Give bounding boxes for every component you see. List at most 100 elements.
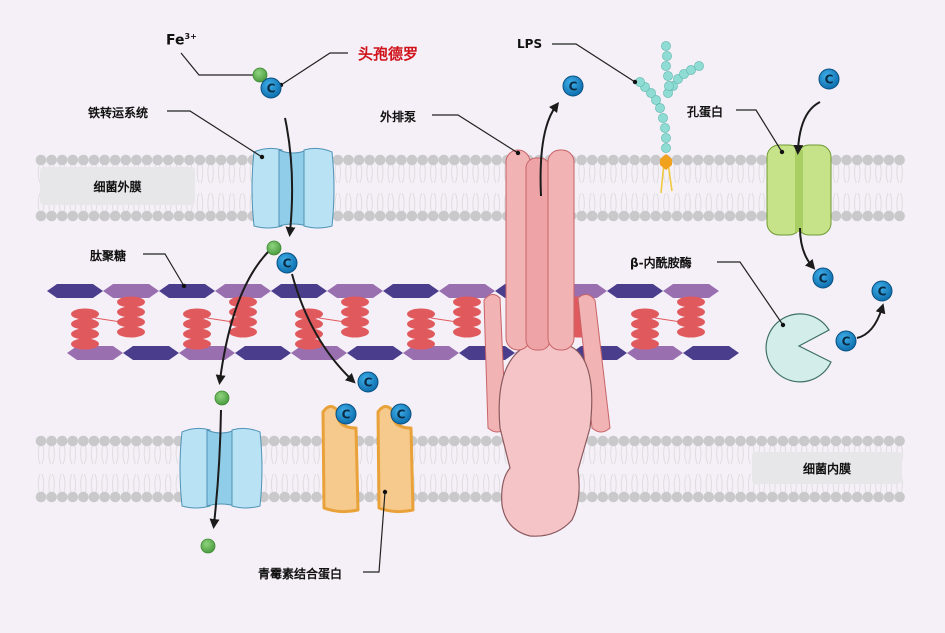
outer-membrane-lipid-head	[215, 210, 227, 222]
inner-membrane-lipid-tail	[302, 445, 310, 493]
outer-membrane-lipid-tail	[896, 164, 903, 212]
outer-membrane-lipid-head	[364, 154, 375, 166]
inner-membrane-lipid-head	[56, 491, 68, 503]
inner-membrane-lipid-head	[714, 491, 725, 503]
cefiderocol-symbol: C	[569, 80, 578, 94]
outer-membrane-lipid-head	[692, 210, 704, 222]
glycan-unit	[67, 346, 123, 360]
glycan-unit	[103, 284, 159, 298]
iron-transporter-inner	[179, 427, 263, 509]
inner-membrane-lipid-head	[417, 491, 428, 503]
cefiderocol-symbol: C	[364, 376, 373, 390]
inner-membrane-lipid-head	[767, 491, 778, 503]
inner-membrane-lipid-tail	[292, 445, 299, 493]
outer-membrane-lipid-head	[639, 154, 651, 166]
outer-membrane-lipid-head	[141, 154, 153, 166]
inner-membrane-lipid-head	[639, 435, 651, 447]
inner-membrane-lipid-tail	[281, 445, 289, 493]
peptide-unit	[677, 306, 705, 318]
lps-sugar-unit	[661, 133, 671, 143]
outer-membrane-lipid-tail	[663, 164, 670, 212]
outer-membrane-lipid-tail	[387, 164, 395, 212]
outer-membrane-lipid-tail	[885, 164, 893, 212]
outer-membrane-lipid-tail	[588, 164, 596, 212]
inner-membrane-lipid-head	[131, 491, 142, 503]
peptide-unit	[453, 306, 481, 318]
outer-membrane-lipid-head	[120, 210, 132, 222]
peptide-unit	[117, 306, 145, 318]
peptide-unit	[677, 316, 705, 328]
outer-membrane-lipid-tail	[853, 164, 861, 212]
efflux-pump	[483, 149, 611, 537]
inner-membrane-lipid-head	[661, 491, 672, 503]
inner-membrane-lipid-tail	[90, 445, 98, 493]
lps-sugar-unit	[660, 123, 670, 133]
outer-membrane-lipid-head	[470, 210, 481, 222]
lps-sugar-unit	[655, 103, 665, 113]
cefiderocol-molecule: C	[357, 371, 379, 393]
inner-membrane-lipid-head	[841, 435, 852, 447]
inner-membrane-lipid-head	[131, 435, 142, 447]
inner-membrane-lipid-head	[692, 435, 704, 447]
label-lps: LPS	[517, 37, 543, 51]
outer-membrane-lipid-head	[88, 154, 100, 166]
label-beta-lactamase: β-内酰胺酶	[630, 256, 692, 270]
outer-membrane-lipid-head	[35, 210, 47, 222]
inner-membrane-lipid-tail	[122, 445, 130, 493]
outer-membrane-lipid-head	[576, 210, 587, 222]
label-fe3: Fe3+	[166, 32, 197, 49]
inner-membrane-lipid-head	[480, 435, 492, 447]
arrow-iron-through-inner	[209, 409, 222, 529]
lps-sugar-unit	[651, 95, 661, 105]
outer-membrane-lipid-head	[78, 210, 89, 222]
iron-transporter-outer	[251, 147, 335, 229]
outer-membrane-lipid-head	[735, 210, 746, 222]
glycan-unit	[663, 284, 719, 298]
outer-membrane-lipid-head	[364, 210, 375, 222]
inner-membrane-lipid-tail	[641, 445, 649, 493]
inner-membrane-lipid-tail	[133, 445, 140, 493]
outer-membrane-lipid-tail	[217, 164, 225, 212]
glycan-unit	[159, 284, 215, 298]
outer-membrane-lipid-tail	[726, 164, 734, 212]
inner-membrane-lipid-head	[777, 491, 789, 503]
outer-membrane-lipid-tail	[419, 164, 426, 212]
outer-membrane-lipid-head	[470, 154, 481, 166]
peptide-unit	[631, 328, 659, 340]
outer-membrane-lipid-head	[120, 154, 132, 166]
inner-membrane-lipid-tail	[472, 445, 479, 493]
peptide-unit	[183, 308, 211, 320]
inner-membrane-lipid-head	[300, 491, 312, 503]
outer-membrane-lipid-head	[459, 154, 471, 166]
inner-membrane-lipid-head	[480, 491, 492, 503]
outer-membrane-lipid-tail	[482, 164, 490, 212]
outer-membrane-lipid-head	[396, 154, 407, 166]
peptide-unit	[407, 318, 435, 330]
inner-membrane-lipid-tail	[716, 445, 723, 493]
outer-membrane-lipid-head	[608, 154, 619, 166]
outer-membrane-lipid-tail	[758, 164, 766, 212]
outer-membrane-lipid-head	[650, 210, 662, 222]
outer-membrane-lipid-tail	[652, 164, 660, 212]
outer-membrane-lipid-head	[205, 154, 216, 166]
outer-membrane-lipid-tail	[737, 164, 744, 212]
cefiderocol-circle	[818, 68, 840, 90]
outer-membrane-lipid-head	[830, 210, 842, 222]
inner-membrane-lipid-tail	[610, 445, 617, 493]
cefiderocol-circle	[357, 371, 379, 393]
inner-membrane-lipid-tail	[419, 445, 426, 493]
inner-membrane-lipid-head	[692, 491, 704, 503]
outer-membrane-lipid-head	[883, 154, 895, 166]
outer-membrane-lipid-head	[427, 210, 439, 222]
outer-membrane-lipid-head	[639, 210, 651, 222]
outer-membrane-lipid-head	[67, 154, 79, 166]
outer-membrane-lipid-head	[109, 154, 121, 166]
inner-membrane-lipid-head	[459, 491, 471, 503]
outer-membrane-lipid-head	[78, 154, 89, 166]
outer-membrane-lipid-head	[745, 154, 757, 166]
outer-membrane-lipid-tail	[345, 164, 352, 212]
peptide-unit	[117, 296, 145, 308]
outer-membrane-lipid-head	[449, 210, 460, 222]
outer-membrane-lipid-tail	[578, 164, 585, 212]
inner-membrane-lipid-head	[290, 491, 301, 503]
